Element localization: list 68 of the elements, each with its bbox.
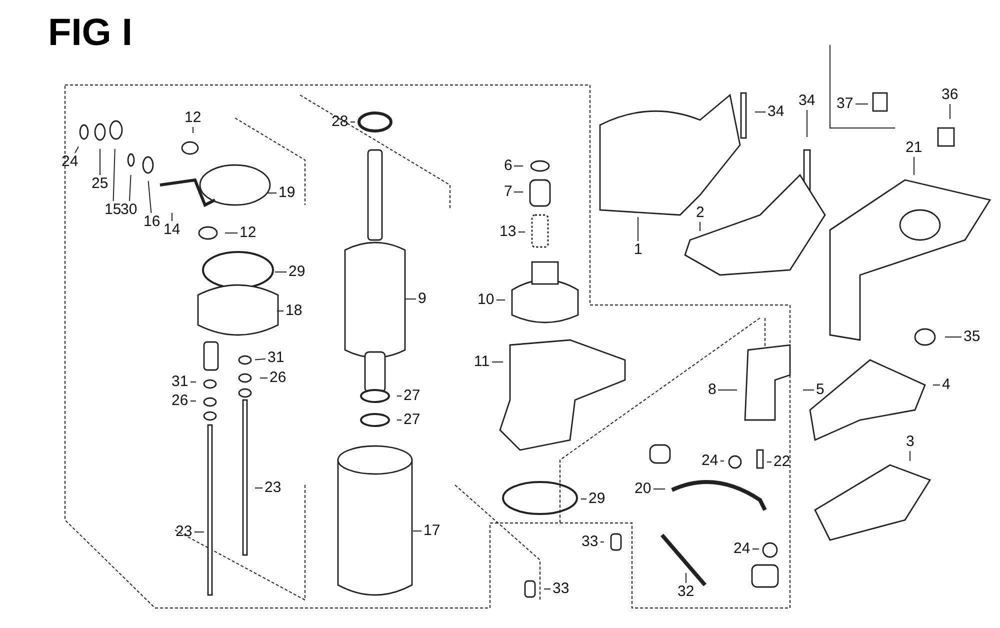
callout-number: 36	[942, 87, 958, 103]
callout-number: 33	[582, 534, 598, 550]
leader-line	[224, 232, 238, 234]
callout-number: 21	[906, 140, 922, 156]
callout-number: 15	[104, 202, 122, 218]
leader-line	[932, 384, 940, 386]
callout-number: 18	[286, 303, 302, 319]
callout-number: 29	[288, 264, 306, 280]
leader-line	[412, 530, 422, 532]
callout-number: 2	[696, 205, 704, 221]
callout-number: 23	[176, 524, 192, 540]
callout-number: 9	[418, 291, 426, 307]
callout-number: 19	[278, 185, 296, 201]
leader-line	[112, 148, 116, 202]
callout-number: 8	[708, 382, 716, 398]
leader-line	[276, 310, 284, 312]
callout-number: 12	[184, 110, 202, 126]
callout-number: 20	[634, 481, 652, 497]
callout-number: 10	[478, 292, 494, 308]
leader-line	[806, 110, 808, 138]
callout-number: 1	[634, 242, 642, 258]
leader-line	[544, 588, 551, 590]
callout-number: 24	[702, 453, 718, 469]
callout-number: 35	[964, 329, 980, 345]
leader-line	[190, 400, 196, 402]
callout-number: 22	[774, 454, 790, 470]
figure-title: FIG I	[48, 12, 132, 54]
callout-number: 31	[172, 374, 188, 390]
callout-number: 17	[424, 523, 440, 539]
callout-number: 5	[816, 382, 824, 398]
callout-number: 30	[120, 202, 138, 218]
callout-number: 3	[906, 434, 914, 450]
leader-line	[653, 488, 666, 490]
callout-number: 27	[404, 388, 420, 404]
callout-number: 6	[504, 158, 512, 174]
callout-number: 32	[678, 584, 694, 600]
leader-line	[752, 548, 760, 550]
callout-number: 29	[588, 491, 606, 507]
leader-line	[129, 174, 132, 202]
callout-number: 27	[404, 412, 420, 428]
callout-number: 7	[504, 184, 512, 200]
leader-line	[74, 146, 79, 154]
leader-line	[404, 298, 416, 300]
callout-number: 24	[734, 541, 750, 557]
leader-line	[580, 498, 587, 500]
leader-line	[720, 460, 724, 462]
callout-number: 11	[474, 354, 490, 370]
leader-line	[944, 336, 962, 338]
callout-number: 4	[942, 377, 950, 393]
callout-number: 23	[264, 480, 282, 496]
callout-number: 25	[92, 176, 108, 192]
callout-number: 16	[144, 214, 160, 230]
callout-number: 34	[768, 104, 784, 120]
callout-number: 28	[332, 114, 348, 130]
leader-line	[254, 358, 266, 360]
callout-number: 13	[500, 224, 516, 240]
leader-line	[268, 192, 277, 194]
callout-number: 34	[798, 93, 816, 109]
callout-number: 14	[164, 222, 180, 238]
leader-line	[192, 126, 194, 134]
callout-number: 24	[62, 154, 78, 170]
leader-line	[148, 180, 152, 214]
callout-number: 26	[270, 370, 286, 386]
callout-number: 12	[240, 225, 256, 241]
callout-number: 26	[172, 393, 188, 409]
callout-number: 31	[268, 350, 284, 366]
callout-number: 37	[836, 96, 854, 112]
callout-number: 33	[552, 581, 570, 597]
